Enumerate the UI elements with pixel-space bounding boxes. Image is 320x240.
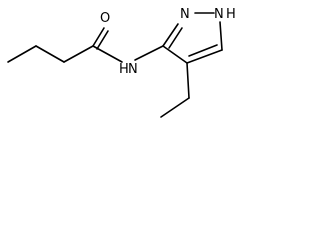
atom-n1-h-label: H <box>226 7 236 22</box>
bond-ringc3-n2-1 <box>162 23 179 47</box>
bond-c5-c4-1 <box>186 49 223 64</box>
bond-n-ringc3 <box>134 45 164 61</box>
structure-drawing: O H N N N H <box>7 7 236 118</box>
atom-o-label: O <box>100 11 110 26</box>
bond-c4-n <box>92 45 123 63</box>
bond-ethyl1-ethyl2 <box>160 97 190 118</box>
bond-ringc3-n2-2 <box>168 27 183 49</box>
molecule-canvas: O H N N N H <box>0 0 244 144</box>
bond-c4-c3 <box>162 45 188 64</box>
bond-c4-o-2 <box>96 30 109 50</box>
atom-nh-n-label: N <box>128 62 138 77</box>
bond-c5-c4-2 <box>188 44 218 57</box>
bond-c1-c2 <box>7 45 37 63</box>
bond-c3-c4 <box>63 45 94 63</box>
atom-nh-h-label: H <box>119 62 129 77</box>
bond-c4-o-1 <box>92 27 105 47</box>
bond-c2-c3 <box>35 45 65 63</box>
bond-c4-ethyl1 <box>186 62 190 99</box>
bond-n1-c5 <box>219 21 223 51</box>
atom-n2-label: N <box>180 7 190 22</box>
atom-n1-label: N <box>214 7 224 22</box>
